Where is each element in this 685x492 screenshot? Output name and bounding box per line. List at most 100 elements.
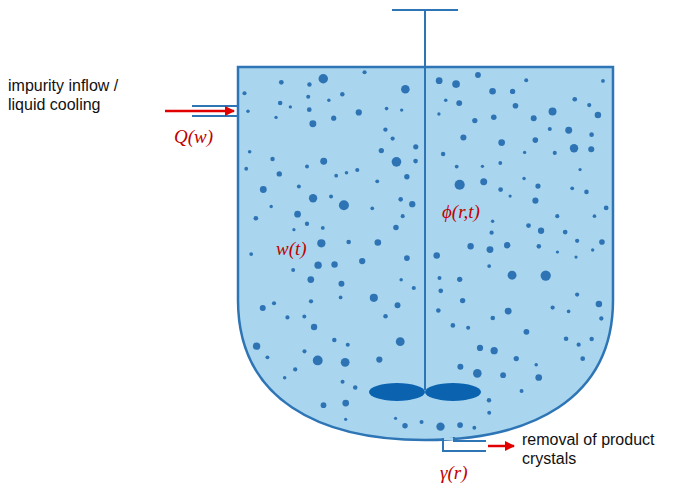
crystal-particle [362,70,366,74]
crystal-particle [533,137,539,143]
crystal-particle [549,108,557,116]
crystal-particle [309,194,317,202]
crystal-particle [452,80,460,88]
crystal-particle [526,223,531,228]
crystal-particle [375,239,382,246]
crystal-particle [500,372,506,378]
crystal-particle [370,206,374,210]
crystal-particle [385,107,389,111]
crystal-particle [475,72,481,78]
crystal-particle [242,91,246,95]
crystal-particle [248,150,252,154]
crystal-particle [394,417,397,420]
crystal-particle [297,185,301,189]
crystal-particle [260,186,267,193]
crystal-particle [604,205,609,210]
crystal-particle [339,296,343,300]
crystal-particle [279,80,284,85]
crystal-particle [320,158,327,165]
crystal-particle [321,402,327,408]
crystal-particle [550,305,554,309]
stirrer [369,10,481,401]
crystal-particle [396,337,405,346]
crystal-particle [433,252,439,258]
crystal-particle [356,109,362,115]
crystal-particle [329,195,333,199]
crystal-particle [587,103,591,107]
crystal-particle [455,180,465,190]
crystal-particle [522,177,525,180]
crystal-particle [491,114,497,120]
crystal-particle [249,252,253,256]
removal-arrow [488,445,514,448]
crystal-particle [472,118,477,123]
crystal-particle [438,289,443,294]
crystal-particle [420,420,424,424]
crystal-particle [302,349,306,353]
crystal-particle [314,261,321,268]
crystal-particle [601,79,605,83]
crystal-particle [353,385,357,389]
crystal-particle [532,198,538,204]
crystal-particle [254,216,259,221]
inflow-label: impurity inflow / liquid cooling [8,76,153,114]
crystal-particle [514,356,519,361]
crystal-particle [283,376,287,380]
crystal-particle [342,400,349,407]
crystal-particle [341,380,345,384]
crystal-particle [305,222,309,226]
removal-rate-symbol: γ(r) [440,462,468,485]
crystal-particle [477,345,483,351]
crystal-particle [537,244,542,249]
crystal-particle [401,214,405,218]
crystal-particle [339,200,349,210]
crystal-particle [457,277,462,282]
crystal-particle [548,127,552,131]
crystal-particle [317,239,325,247]
crystal-particle [575,292,579,296]
crystal-particle [383,127,387,131]
crystal-particle [355,168,359,172]
crystal-particle [572,97,577,102]
crystal-particle [567,310,571,314]
crystal-particle [541,270,551,280]
crystal-particle [291,268,295,272]
crystal-particle [244,167,248,171]
crystal-particle [460,298,465,303]
crystal-particle [260,305,266,311]
crystal-particle [294,211,301,218]
crystal-particle [270,157,274,161]
crystal-particle [272,301,276,305]
crystal-particle [565,127,572,134]
crystal-particle [593,214,597,218]
crystal-particle [457,422,463,428]
crystal-particle [278,101,283,106]
crystal-particle [510,89,515,94]
crystal-particle [436,422,444,430]
crystal-particle [513,103,519,109]
crystal-particle [392,157,402,167]
crystal-particle [313,355,323,365]
crystal-particle [577,343,581,347]
crystal-particle [589,132,594,137]
crystal-particle [504,242,510,248]
crystal-particle [487,246,494,253]
crystal-particle [306,95,310,99]
crystal-particle [596,301,603,308]
crystal-particle [460,135,466,141]
crystal-particle [578,168,581,171]
crystal-particle [556,250,559,253]
crystal-particle [302,314,306,318]
crystal-particle [341,358,350,367]
crystal-particle [509,194,512,197]
crystal-particle [457,364,463,370]
crystal-particle [436,77,443,84]
crystal-particle [370,294,378,302]
crystal-particle [473,369,482,378]
crystal-particle [489,231,493,235]
crystal-particle [383,314,388,319]
crystal-particle [307,82,311,86]
crystal-particle [472,426,476,430]
crystal-particle [277,171,282,176]
crystal-particle [344,418,347,421]
